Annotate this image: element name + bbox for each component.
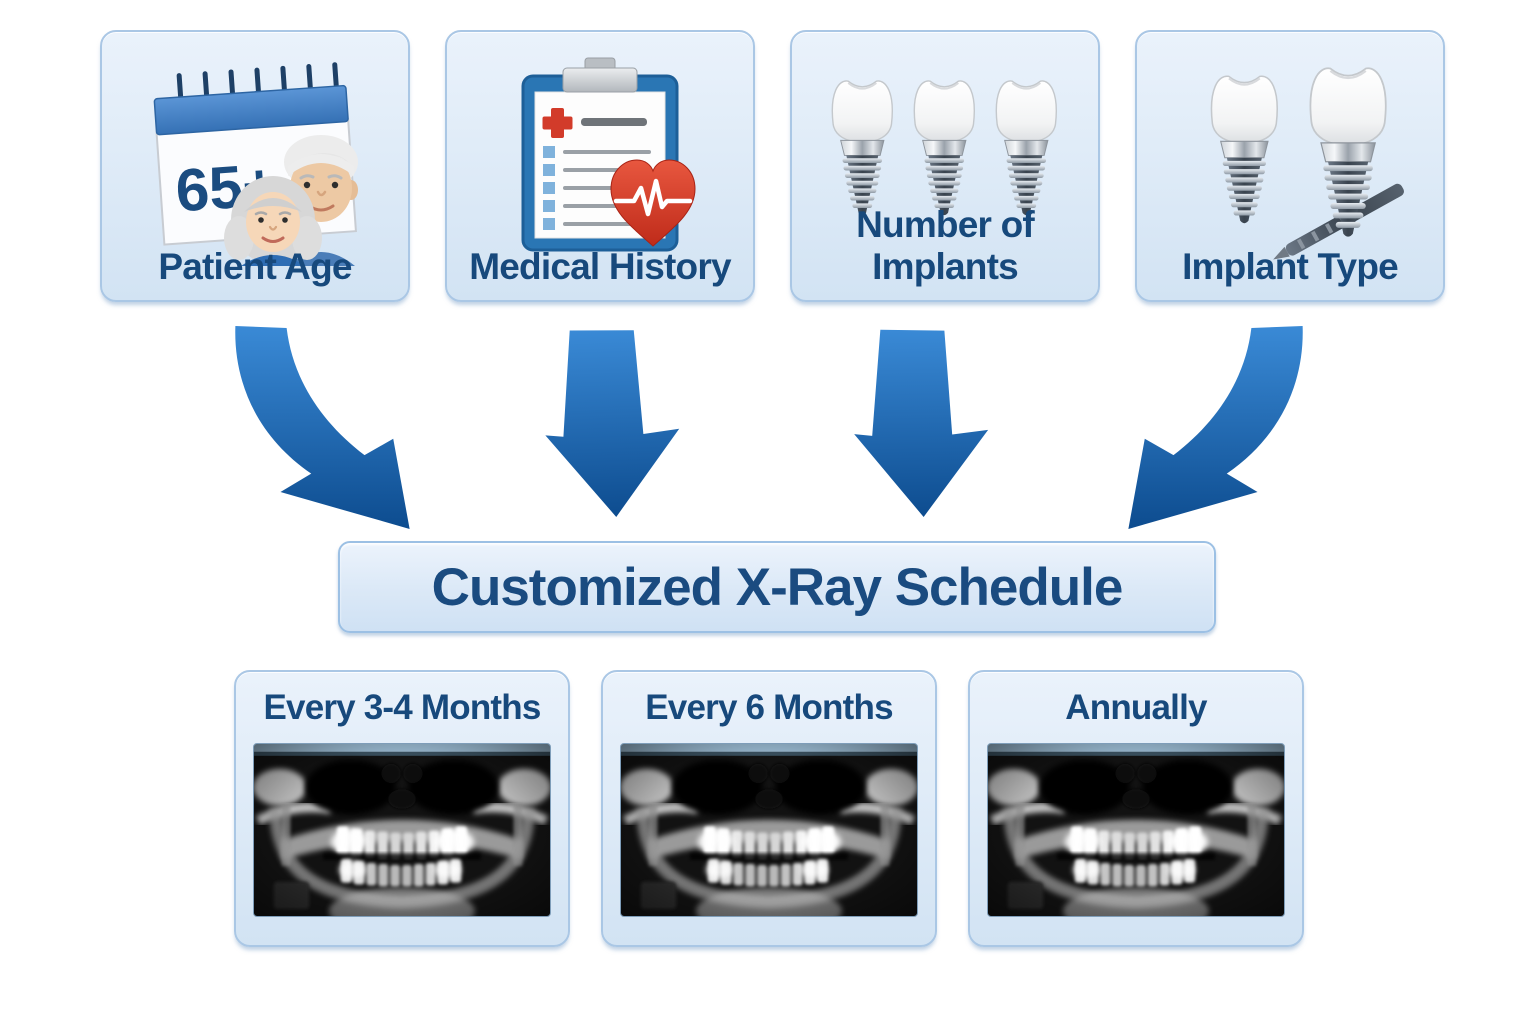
calendar-header [153,84,349,136]
straight-arrow-down-icon [854,329,989,517]
schedule-label-annually: Annually [1065,688,1207,727]
factor-label-implant-type: Implant Type [1182,246,1399,287]
straight-arrow-down-icon [545,330,680,517]
calendar-rings-icon [176,62,340,104]
factor-card-medical-history: Medical History [445,30,755,302]
panoramic-xray-graphic [621,744,917,916]
medical-clipboard-heart-icon [521,57,696,252]
factor-label-number-of-implants: Number of Implants [856,204,1035,287]
schedule-card-3-4-months: Every 3-4 Months [234,670,570,947]
factor-card-number-of-implants: Number of Implants [790,30,1100,302]
panoramic-xray-image [253,743,551,917]
schedule-label-3-4-months: Every 3-4 Months [263,688,541,727]
clipboard-clip [562,67,638,93]
curved-arrow-down-right-icon [235,326,410,529]
customized-schedule-title: Customized X-Ray Schedule [431,557,1124,617]
factor-card-implant-type: Implant Type [1135,30,1445,302]
schedule-label-6-months: Every 6 Months [645,688,893,727]
schedule-card-6-months: Every 6 Months [601,670,937,947]
panoramic-xray-image [987,743,1285,917]
medical-cross-icon [542,108,573,138]
panoramic-xray-graphic [254,744,550,916]
panoramic-xray-graphic [988,744,1284,916]
factor-label-medical-history: Medical History [469,246,731,287]
factor-label-patient-age: Patient Age [158,246,352,287]
schedule-card-annually: Annually [968,670,1304,947]
curved-arrow-down-left-icon [1128,326,1303,529]
factor-card-patient-age: 65+ [100,30,410,302]
customized-schedule-box: Customized X-Ray Schedule [338,541,1216,633]
heart-pulse-icon [610,159,696,247]
clipboard-title-line [581,118,647,126]
two-dental-implants-with-screw-icon [1210,67,1404,260]
calendar-65-plus-senior-couple-icon: 65+ [153,62,358,266]
panoramic-xray-image [620,743,918,917]
elderly-woman-icon [224,176,322,266]
